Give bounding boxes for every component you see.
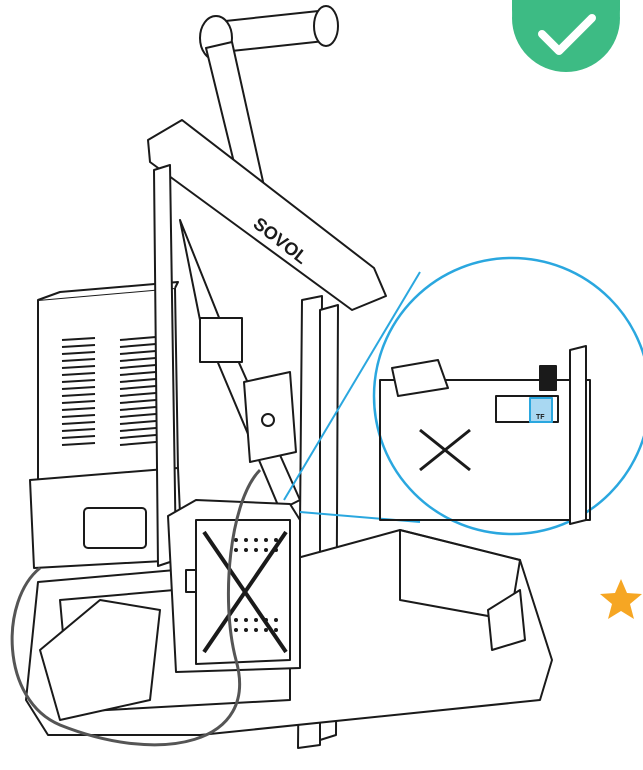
power-cable	[10, 468, 262, 747]
power-supply	[29, 281, 183, 569]
success-badge	[512, 0, 620, 72]
star-icon	[600, 579, 642, 619]
zoom-lens-icon	[283, 256, 643, 536]
control-box	[167, 499, 301, 673]
checkmark-icon	[538, 14, 596, 55]
tf-port-label: TF	[536, 414, 545, 421]
